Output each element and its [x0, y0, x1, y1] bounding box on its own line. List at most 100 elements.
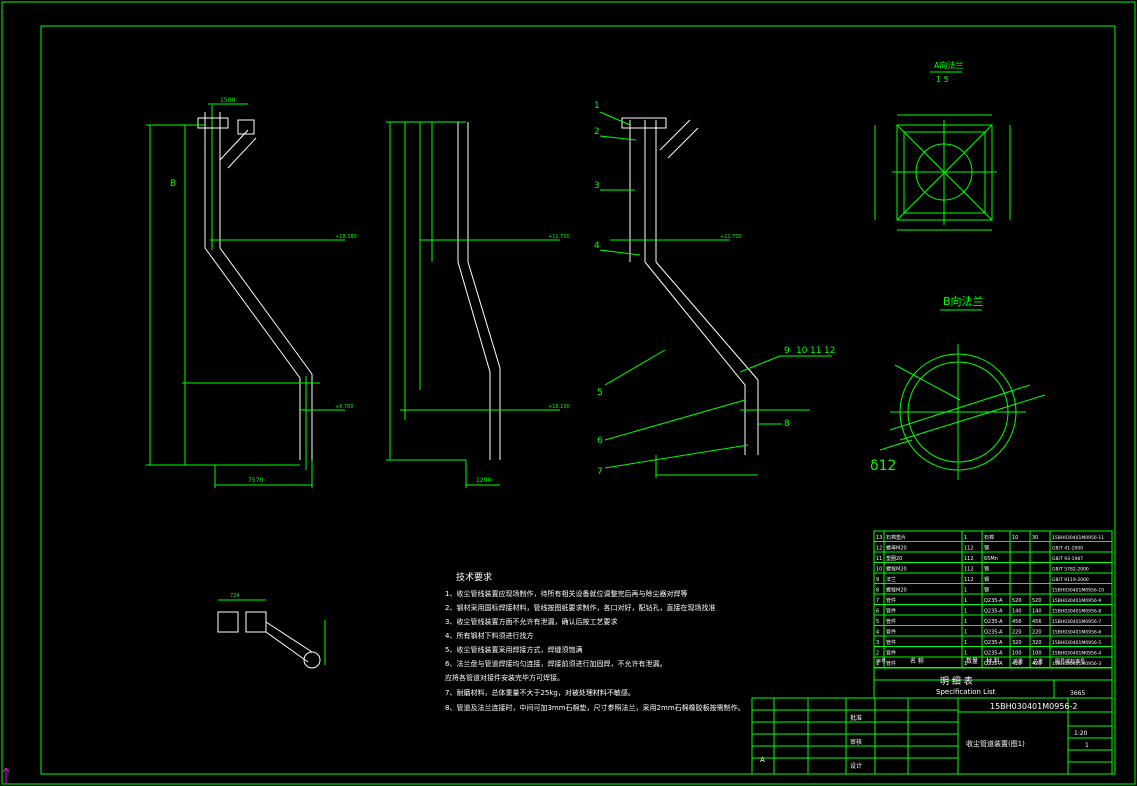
parts-table-cell: 65Mn	[984, 556, 998, 562]
parts-table-cell: 管件	[886, 608, 896, 615]
parts-col-total-weight: 总重	[1033, 658, 1043, 665]
dim-1200: 1200	[476, 477, 491, 484]
parts-col-qty: 数量	[966, 657, 978, 665]
parts-table-cell: 垫圈20	[886, 555, 902, 562]
parts-table-cell: 320	[1032, 640, 1042, 646]
parts-table-cell: Q235-A	[984, 619, 1003, 625]
parts-table-cell: 15BH030401M0956-4	[1052, 651, 1101, 657]
parts-table-cell: 320	[1012, 640, 1022, 646]
weight-value: 3665	[1070, 690, 1085, 697]
parts-table-cell: 15BH030401M0956-9	[1052, 598, 1101, 604]
inner-border	[40, 25, 1116, 775]
parts-table-cell: Q235-A	[984, 661, 1003, 667]
parts-table-cell: 管件	[886, 650, 896, 657]
parts-col-material: 材 料	[986, 657, 1000, 665]
parts-table-cell: 15BH030401M0956-11	[1052, 535, 1104, 541]
part-balloon-8: 8	[784, 419, 790, 429]
part-balloon-11: 11	[810, 346, 821, 356]
parts-table-cell: 10	[876, 567, 882, 573]
part-balloon-6: 6	[597, 436, 603, 446]
parts-table-cell: 140	[1012, 609, 1022, 615]
elevation-view-1[interactable]: 1500 7570 +18.380 +6.700 B	[146, 97, 357, 488]
parts-table-cell: 螺母M20	[886, 545, 907, 552]
parts-header-left: 明 细 表	[940, 675, 973, 687]
parts-table-cell: 100	[1012, 651, 1022, 657]
elev-label-2: +6.700	[335, 404, 354, 410]
parts-table-cell: 15BH030401M0956-3	[1052, 661, 1101, 667]
view-b-title: B向法兰	[943, 294, 984, 308]
parts-table-cell: 管件	[886, 618, 896, 625]
parts-table-cell: 4	[876, 630, 879, 636]
part-balloon-4: 4	[594, 241, 600, 251]
parts-table-cell: 11	[876, 556, 882, 562]
drawing-name: 收尘管道装置(图1)	[966, 739, 1025, 748]
parts-table-cell: 钢	[984, 587, 989, 594]
parts-table-cell: 3	[876, 640, 879, 646]
elevation-view-3[interactable]: 1 2 3 4 5 6 7 9 10 11 12 8 +11.700	[594, 101, 835, 478]
checked-label: 审核	[850, 738, 862, 746]
parts-table-cell: 12	[876, 546, 882, 552]
parts-table-cell: 螺栓M20	[886, 566, 907, 573]
parts-table-cell: 456	[1032, 619, 1042, 625]
parts-table-cell: 1	[964, 640, 967, 646]
parts-table-cell: 420	[1012, 661, 1022, 667]
dim-1500: 1500	[220, 97, 235, 104]
parts-table-cell: 15BH030401M0956-10	[1052, 588, 1104, 594]
flange-view-b[interactable]: B向法兰 δ12	[870, 294, 1046, 480]
parts-table-cell: 220	[1012, 630, 1022, 636]
parts-table-cell: GB/T 9119-2000	[1052, 577, 1089, 583]
elevation-view-2[interactable]: +11.700 +16.100 1200	[386, 121, 570, 488]
parts-table-cell: 140	[1032, 609, 1042, 615]
parts-table-cell: 螺栓M20	[886, 587, 907, 594]
parts-table-cell: 1	[964, 661, 967, 667]
hole-label: δ12	[870, 458, 896, 474]
parts-table-cell: 2	[876, 651, 879, 657]
approved-label: 批准	[850, 714, 862, 722]
parts-table[interactable]: 明 细 表 Specification List 名 称 材 料 数量 图号或标…	[873, 530, 1113, 699]
parts-table-cell: 1	[964, 651, 967, 657]
parts-table-cell: 8	[876, 588, 879, 594]
parts-table-cell: 15BH030401M0956-7	[1052, 619, 1101, 625]
note-4: 4、所有钢材下料须进行找方	[445, 631, 533, 640]
label-b-1: B	[170, 179, 176, 189]
parts-table-cell: 10	[1012, 535, 1018, 541]
note-1: 1、收尘管线装置应现场制作，待所有相关设备就位调整完后再与除尘器对焊等	[445, 589, 687, 598]
parts-table-cell: 1	[964, 609, 967, 615]
flange-view-a[interactable]: A向法兰 1 5	[874, 60, 1011, 231]
parts-table-cell: 520	[1012, 598, 1022, 604]
parts-table-cell: Q235-A	[984, 630, 1003, 636]
parts-table-cell: 管件	[886, 597, 896, 604]
part-balloon-12: 12	[824, 346, 835, 356]
parts-table-cell: 15BH030401M0956-5	[1052, 640, 1101, 646]
parts-table-cell: 石棉垫片	[886, 534, 906, 541]
part-balloon-9: 9	[784, 346, 790, 356]
scale-value: 1:20	[1074, 730, 1088, 737]
parts-table-cell: 100	[1032, 651, 1042, 657]
dim-724: 724	[230, 593, 240, 599]
parts-table-cell: 1	[964, 535, 967, 541]
part-balloon-7: 7	[597, 467, 603, 477]
parts-table-cell: 7	[876, 598, 879, 604]
parts-table-cell: Q235-A	[984, 609, 1003, 615]
title-block[interactable]: 15BH030401M0956-2 收尘管道装置(图1) 1:20 1 3665…	[751, 690, 1113, 775]
parts-table-cell: 15BH030401M0956-6	[1052, 630, 1101, 636]
note-6b: 应将各管道对接件安装完毕方可焊接。	[445, 673, 564, 682]
drawing-number: 15BH030401M0956-2	[990, 702, 1077, 711]
parts-col-name: 名 称	[910, 657, 924, 665]
dim-7570: 7570	[248, 477, 263, 484]
detail-small-view[interactable]: 724	[217, 593, 326, 669]
parts-table-cell: 1	[876, 661, 879, 667]
notes-title: 技术要求	[456, 571, 492, 583]
parts-table-cell: 石棉	[984, 534, 994, 541]
elev-label-1: +18.380	[335, 234, 357, 240]
part-balloon-10: 10	[796, 346, 808, 356]
parts-table-cell: 5	[876, 619, 879, 625]
parts-table-cell: 112	[964, 556, 974, 562]
parts-table-cell: 30	[1032, 535, 1038, 541]
note-3: 3、收尘管线装置方面不允许有泄漏，确认后按工艺要求	[445, 617, 617, 626]
parts-table-cell: 220	[1032, 630, 1042, 636]
parts-table-cell: 456	[1012, 619, 1022, 625]
parts-table-cell: 13	[876, 535, 882, 541]
